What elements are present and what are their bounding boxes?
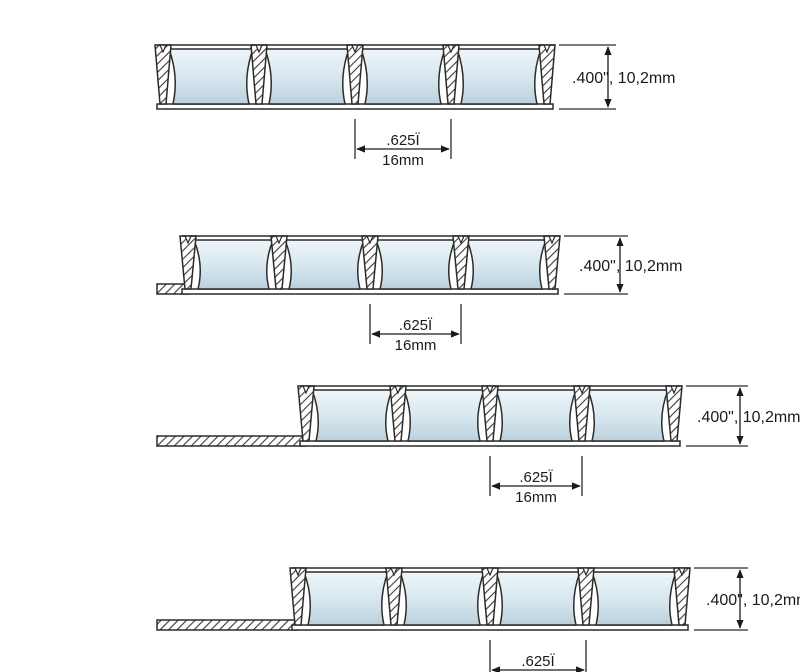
- profile-3-cell: [586, 389, 670, 442]
- profile-4-wall-notch: [390, 567, 398, 577]
- profile-3: .400", 10,2mm .625Ï 16mm: [156, 385, 800, 506]
- profile-1-wall: [442, 44, 460, 105]
- profile-1-wall: [346, 44, 364, 105]
- profile-1-wall: [154, 44, 172, 105]
- profile-1-wall-notch: [351, 44, 359, 54]
- profile-4-wall: [289, 567, 307, 626]
- profile-4-wall-notch: [678, 567, 686, 577]
- profile-4-wall-notch: [294, 567, 302, 577]
- profile-3-wall-notch: [486, 385, 494, 395]
- profile-1-wall-notch: [543, 44, 551, 54]
- profile-3-cell: [402, 389, 486, 442]
- profile-1-wall: [250, 44, 268, 105]
- profile-3-pitch-label: .625Ï: [519, 469, 553, 486]
- profile-1-wall-notch: [159, 44, 167, 54]
- profile-2-wall-notch: [275, 235, 283, 245]
- profile-4-height-label: .400", 10,2mm: [706, 592, 800, 609]
- profile-1-cell: [167, 48, 255, 105]
- profile-4-cell: [590, 571, 678, 626]
- profile-1-body: [154, 44, 616, 159]
- profile-4-wall-notch: [486, 567, 494, 577]
- profile-1-wall-notch: [255, 44, 263, 54]
- profile-1-height-label: .400", 10,2mm: [572, 70, 676, 87]
- profile-4-cell: [398, 571, 486, 626]
- profile-4-cell: [302, 571, 390, 626]
- profile-1-cell: [359, 48, 447, 105]
- profile-2-body: [156, 235, 628, 344]
- profile-4-wall: [673, 567, 691, 626]
- profile-2-wall-notch: [548, 235, 556, 245]
- profile-3-height-label: .400", 10,2mm: [697, 409, 800, 426]
- profile-2-cell: [283, 239, 366, 290]
- profile-1-cell: [263, 48, 351, 105]
- profile-1: .400", 10,2mm .625Ï 16mm: [154, 44, 676, 169]
- profile-2-wall-notch: [366, 235, 374, 245]
- profile-3-cell: [494, 389, 578, 442]
- profile-3-cell: [310, 389, 394, 442]
- profile-2-height-label: .400", 10,2mm: [579, 258, 683, 275]
- profile-4-wall: [481, 567, 499, 626]
- profile-2-cell: [192, 239, 275, 290]
- profile-3-wall-notch: [302, 385, 310, 395]
- profile-2: .400", 10,2mm .625Ï 16mm: [156, 235, 683, 354]
- profile-4-wall: [577, 567, 595, 626]
- profile-3-flange: [156, 435, 307, 447]
- profile-1-pitch-metric: 16mm: [382, 152, 424, 169]
- profile-1-cell: [455, 48, 543, 105]
- profile-2-wall-notch: [184, 235, 192, 245]
- profile-1-pitch-label: .625Ï: [386, 132, 420, 149]
- profile-1-wall: [538, 44, 556, 105]
- profile-3-pitch-metric: 16mm: [515, 489, 557, 506]
- profile-1-wall-notch: [447, 44, 455, 54]
- profile-2-pitch-metric: 16mm: [395, 337, 437, 354]
- profile-3-wall-notch: [394, 385, 402, 395]
- profile-2-cell: [465, 239, 548, 290]
- profile-3-wall-notch: [670, 385, 678, 395]
- profile-4-body: [156, 567, 748, 672]
- profile-4-flange: [156, 619, 299, 631]
- profile-2-pitch-label: .625Ï: [399, 317, 433, 334]
- profile-4-wall-notch: [582, 567, 590, 577]
- profile-4-wall: [385, 567, 403, 626]
- profile-4-pitch-label: .625Ï: [521, 653, 555, 670]
- profile-3-body: [156, 385, 748, 496]
- profile-4: .400", 10,2mm .625Ï 16mm: [156, 567, 800, 672]
- profile-4-cell: [494, 571, 582, 626]
- profile-2-cell: [374, 239, 457, 290]
- profile-3-wall-notch: [578, 385, 586, 395]
- profile-2-wall-notch: [457, 235, 465, 245]
